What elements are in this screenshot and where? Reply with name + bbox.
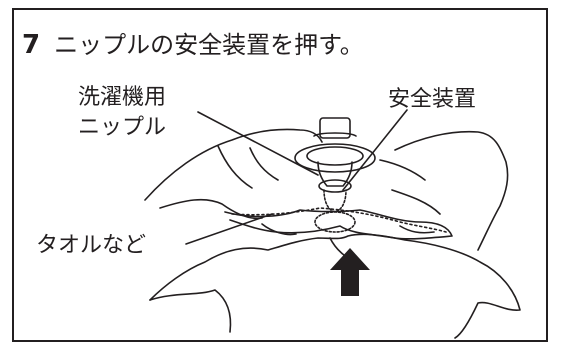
nipple-top-ring [313,132,357,137]
step-text: ニップルの安全装置を押す。 [54,31,364,59]
nipple-label-line1: 洗濯機用 [78,85,167,110]
up-arrow-icon [330,248,370,296]
left-hand-lower [159,198,263,220]
nipple-label-line2: ニップル [78,115,167,140]
step-number: 7 [22,30,41,60]
instruction-panel [12,8,548,342]
nipple-neck [317,161,353,187]
safety-device-dotted [314,211,356,233]
nipple-flange-inner [306,146,364,166]
left-hand [144,128,323,201]
right-hand [394,130,509,251]
towel-fold [261,223,435,236]
step-heading: 7 ニップルの安全装置を押す。 [22,28,364,62]
towel-label: タオルなど [36,233,147,258]
nipple-flange [294,143,376,173]
leader-towel [185,213,273,245]
leader-safety [342,109,408,191]
left-fingers [217,145,279,189]
nipple-top-body [319,117,351,139]
lower-hand [149,233,521,339]
right-fingers [379,159,441,215]
nipple-collar [318,179,352,193]
leader-nipple [197,111,319,176]
safety-device-label: 安全装置 [388,87,477,112]
lower-hand-fold [149,289,232,333]
towel [224,209,453,240]
